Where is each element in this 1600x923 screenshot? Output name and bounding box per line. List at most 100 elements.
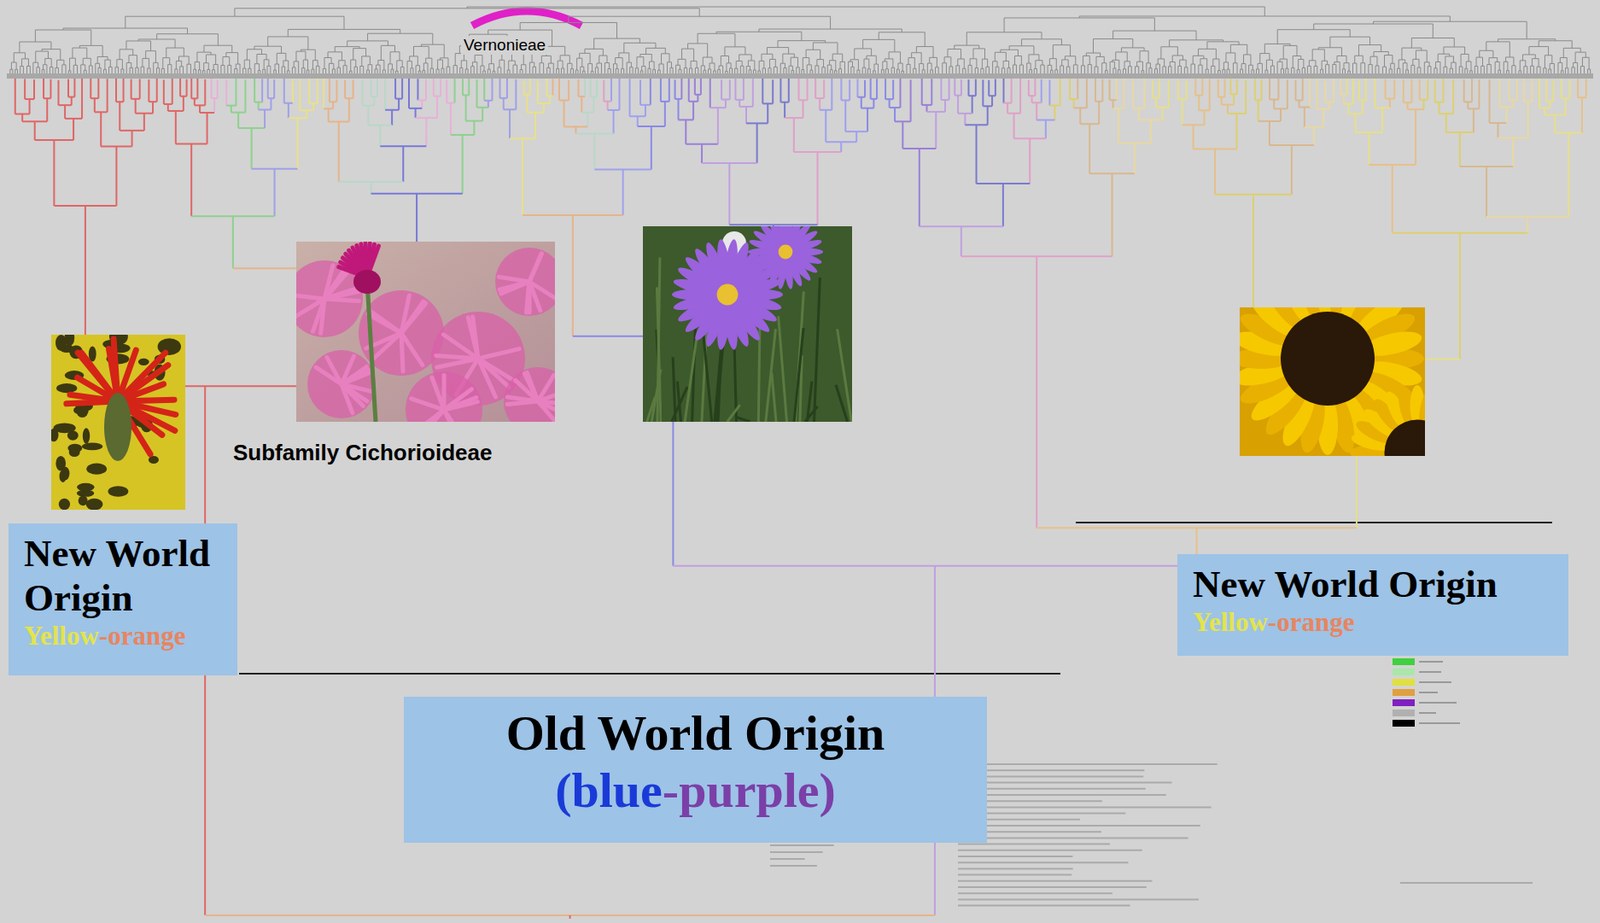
- tree-line: [684, 119, 687, 144]
- tree-line: [751, 54, 753, 61]
- tree-line: [400, 67, 402, 74]
- tree-line: [215, 54, 217, 65]
- tree-line: [783, 102, 786, 118]
- tree-line: [332, 101, 334, 109]
- tree-line: [75, 58, 76, 65]
- tree-line: [862, 39, 864, 49]
- tree-line: [76, 64, 78, 74]
- tree-line: [1205, 69, 1207, 74]
- tree-line: [141, 58, 143, 67]
- tree-line: [470, 66, 472, 74]
- tree-line: [677, 69, 679, 74]
- tree-line: [829, 70, 831, 74]
- tree-line: [1286, 79, 1289, 109]
- fine-print-line: [957, 782, 1173, 784]
- tree-line: [720, 56, 722, 66]
- tree-line: [370, 79, 373, 97]
- tree-line: [1048, 80, 1051, 106]
- tree-line: [654, 42, 656, 48]
- tree-line: [465, 94, 468, 121]
- tree-line: [132, 49, 134, 56]
- tree-line: [1229, 78, 1232, 94]
- tree-line: [543, 103, 545, 113]
- tree-line: [1088, 123, 1091, 174]
- tree-line: [529, 76, 532, 95]
- tree-line: [934, 111, 937, 149]
- tree-line: [46, 98, 48, 122]
- tree-line: [1232, 63, 1234, 74]
- tree-line: [703, 70, 705, 74]
- tree-line: [124, 16, 126, 29]
- tree-line: [1121, 47, 1122, 53]
- tree-line: [1036, 68, 1038, 74]
- tree-line: [1348, 104, 1350, 115]
- tree-line: [1302, 58, 1304, 68]
- tree-line: [618, 52, 619, 59]
- tree-line: [188, 56, 190, 65]
- tree-line: [700, 144, 703, 164]
- tree-line: [332, 69, 333, 74]
- tree-line: [284, 66, 286, 74]
- tree-line: [1414, 109, 1417, 165]
- tree-line: [401, 76, 403, 99]
- tree-line: [394, 45, 396, 52]
- tree-line: [1316, 65, 1318, 74]
- tree-line: [583, 48, 585, 53]
- tree-line: [194, 62, 196, 71]
- tree-line: [700, 76, 702, 95]
- tree-line: [13, 52, 15, 63]
- tree-line: [741, 60, 743, 66]
- tree-line: [257, 70, 259, 74]
- tree-line: [436, 69, 438, 74]
- tree-line: [761, 77, 764, 104]
- tree-line: [1402, 79, 1405, 103]
- tree-line: [1002, 183, 1005, 227]
- tree-line: [217, 34, 219, 46]
- tree-line: [1139, 51, 1141, 63]
- tree-line: [459, 46, 461, 54]
- tree-line: [387, 40, 389, 46]
- tree-line: [1361, 100, 1364, 115]
- tree-line: [1250, 70, 1252, 74]
- tree-line: [1303, 107, 1306, 129]
- tree-line: [601, 63, 602, 74]
- tree-line: [566, 63, 568, 74]
- tree-line: [312, 103, 315, 111]
- tree-line: [481, 107, 484, 122]
- tree-line: [924, 70, 926, 74]
- tree-line: [720, 79, 723, 100]
- tree-line: [1232, 93, 1235, 105]
- tree-line: [699, 8, 701, 17]
- tree-line: [397, 99, 400, 111]
- tree-line: [550, 55, 552, 64]
- tree-line: [1035, 102, 1038, 120]
- tree-line: [514, 60, 516, 65]
- tree-line: [728, 163, 730, 225]
- tree-line: [1523, 76, 1525, 102]
- tree-line: [1581, 97, 1583, 133]
- tree-line: [1197, 95, 1200, 111]
- tree-line: [835, 60, 836, 71]
- tree-line: [14, 69, 16, 74]
- tree-line: [119, 49, 121, 60]
- tree-line: [234, 78, 237, 106]
- tree-line: [414, 108, 417, 118]
- tree-line: [853, 48, 855, 60]
- tree-line: [439, 79, 442, 97]
- tree-line: [52, 67, 53, 74]
- tree-line: [473, 66, 475, 74]
- tree-line: [17, 69, 18, 74]
- tree-line: [893, 67, 895, 74]
- tree-line: [348, 98, 351, 122]
- tree-line: [549, 67, 551, 74]
- tree-line: [782, 68, 784, 74]
- tree-line: [897, 63, 899, 70]
- tree-line: [365, 48, 367, 57]
- tree-line: [1045, 120, 1047, 140]
- tree-line: [1248, 64, 1250, 74]
- tree-line: [1144, 47, 1145, 52]
- tree-line: [944, 99, 946, 112]
- tree-line: [1472, 108, 1475, 133]
- tree-line: [1004, 68, 1005, 74]
- tree-line: [1061, 39, 1063, 46]
